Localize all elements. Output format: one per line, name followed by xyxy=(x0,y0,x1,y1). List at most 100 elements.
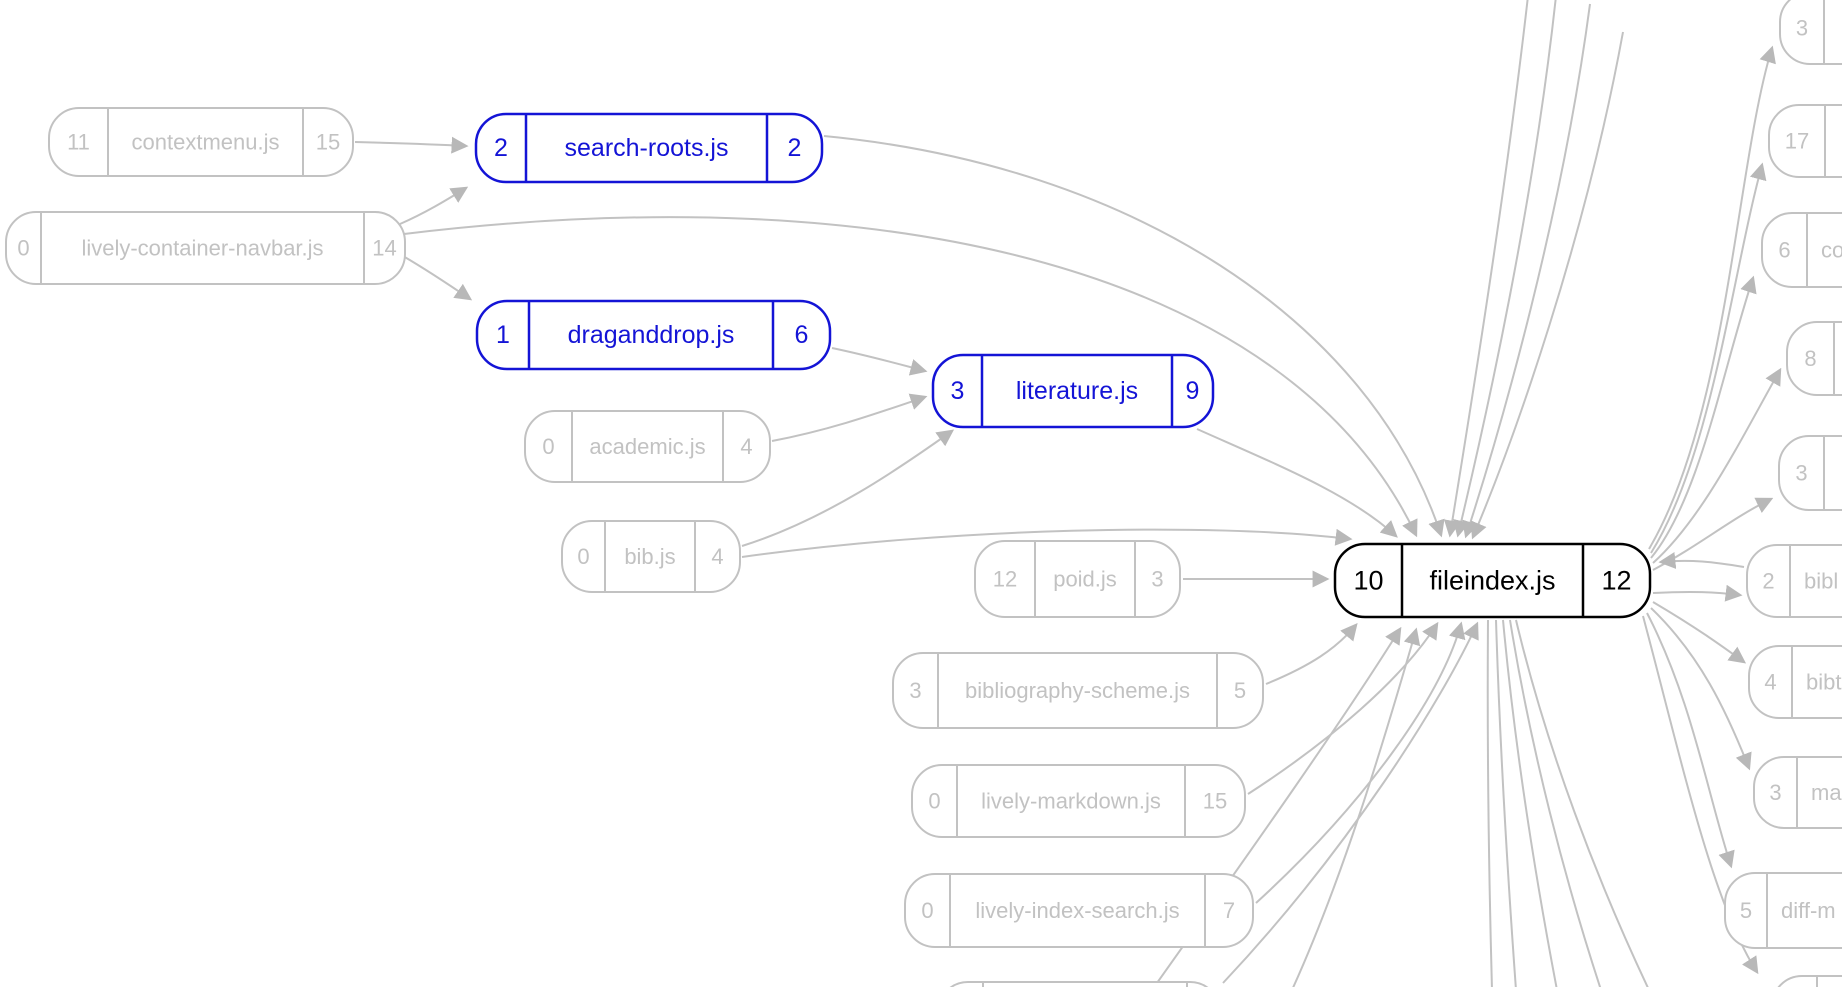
node-label: contextmenu.js xyxy=(132,130,280,155)
node-out-count: 3 xyxy=(1151,567,1163,592)
node-right-corner[interactable] xyxy=(1772,975,1842,987)
edge-lively-index-search-to-fileindex xyxy=(1255,621,1466,904)
node-out-count: 9 xyxy=(1186,377,1200,405)
node-pill xyxy=(1748,645,1842,719)
node-label: academic.js xyxy=(589,434,705,459)
edge-offscreen-top-3-to-fileindex xyxy=(1462,3,1591,539)
node-in-count: 6 xyxy=(1778,238,1790,263)
node-out-count: 2 xyxy=(788,134,802,162)
node-pill xyxy=(1778,435,1842,511)
edge-draganddrop-to-literature xyxy=(831,347,928,376)
node-in-count: 4 xyxy=(1764,670,1776,695)
node-pill xyxy=(1768,104,1842,178)
node-in-count: 3 xyxy=(1796,16,1808,41)
node-out-count: 15 xyxy=(316,130,340,155)
edge-fileindex-to-offscreen-bottom-b xyxy=(1495,619,1517,987)
node-pill xyxy=(1777,975,1842,987)
node-out-count: 7 xyxy=(1223,898,1235,923)
node-label: bibliography-scheme.js xyxy=(965,678,1190,703)
node-right-co[interactable]: 6 co xyxy=(1761,212,1842,288)
node-label: lively-container-navbar.js xyxy=(81,236,323,261)
edge-offscreen-top-2-to-fileindex xyxy=(1453,0,1557,538)
node-pill xyxy=(5,211,406,285)
edge-fileindex-to-offscreen-bottom-d xyxy=(1509,619,1602,987)
node-right-3b[interactable]: 3 xyxy=(1778,435,1842,511)
node-in-count: 1 xyxy=(496,321,510,349)
node-out-count: 4 xyxy=(740,434,752,459)
edge-search-roots-to-fileindex xyxy=(823,135,1445,538)
node-pill xyxy=(474,112,824,184)
node-pill xyxy=(1786,321,1842,396)
node-pill xyxy=(911,764,1246,838)
node-in-count: 3 xyxy=(1769,780,1781,805)
edge-right-bibl-to-fileindex xyxy=(1658,552,1745,569)
node-pill xyxy=(949,981,1209,987)
node-in-count: 8 xyxy=(1804,346,1816,371)
node-label: lively-markdown.js xyxy=(981,789,1161,814)
node-right-bibt[interactable]: 4 bibt xyxy=(1748,645,1842,719)
node-out-count: 4 xyxy=(711,544,723,569)
node-right-3a[interactable]: 3 xyxy=(1779,0,1842,65)
node-in-count: 3 xyxy=(909,678,921,703)
node-out-count: 15 xyxy=(1203,789,1227,814)
node-label: draganddrop.js xyxy=(568,321,735,349)
node-label: bibt xyxy=(1806,670,1841,695)
node-label: search-roots.js xyxy=(565,134,729,162)
node-label: diff-m xyxy=(1781,898,1836,923)
node-right-ma[interactable]: 3 ma xyxy=(1753,756,1842,829)
node-bottom-partial[interactable] xyxy=(938,981,1220,987)
node-in-count: 0 xyxy=(921,898,933,923)
edge-academic-to-literature xyxy=(771,393,928,442)
edge-bottom-partial-to-fileindex xyxy=(1222,621,1479,984)
edge-offscreen-top-1-to-fileindex xyxy=(1443,0,1529,538)
edge-offscreen-top-4-to-fileindex xyxy=(1470,31,1624,540)
edge-fileindex-to-right-17 xyxy=(1650,162,1767,554)
edge-navbar-to-search-roots xyxy=(399,186,469,225)
node-in-count: 11 xyxy=(67,130,90,155)
edge-fileindex-to-offscreen-bottom-e xyxy=(1515,619,1649,987)
node-right-8[interactable]: 8 xyxy=(1786,321,1842,396)
edge-fileindex-to-right-bibt xyxy=(1652,601,1747,664)
node-label: bibl xyxy=(1804,569,1838,594)
node-pill xyxy=(1761,212,1842,288)
edge-fileindex-to-right-diffm xyxy=(1646,612,1735,869)
edge-bib-to-fileindex xyxy=(741,528,1353,558)
edge-literature-to-fileindex xyxy=(1196,428,1398,538)
node-label: ma xyxy=(1811,780,1842,805)
node-pill xyxy=(1333,542,1652,619)
node-right-17[interactable]: 17 xyxy=(1768,104,1842,178)
nodes-layer: 11 contextmenu.js 15 0 lively-container-navb… xyxy=(5,0,1842,987)
node-in-count: 12 xyxy=(993,567,1017,592)
node-out-count: 14 xyxy=(372,236,396,261)
edge-fileindex-to-right-co xyxy=(1650,275,1757,559)
edge-bib-to-literature xyxy=(741,429,955,547)
node-contextmenu[interactable]: 11 contextmenu.js 15 xyxy=(48,107,354,177)
edge-fileindex-to-offscreen-bottom-c xyxy=(1502,619,1558,987)
edge-fileindex-to-right-3a xyxy=(1648,45,1776,550)
node-pill xyxy=(48,107,354,177)
edges-layer xyxy=(354,0,1782,987)
node-label: co xyxy=(1821,238,1842,263)
node-in-count: 0 xyxy=(928,789,940,814)
node-in-count: 10 xyxy=(1353,566,1383,596)
edge-fileindex-to-right-ma xyxy=(1650,607,1752,771)
node-in-count: 17 xyxy=(1785,129,1809,154)
node-pill xyxy=(1746,544,1842,618)
node-lively-markdown[interactable]: 0 lively-markdown.js 15 xyxy=(911,764,1246,838)
edge-fileindex-to-right-bibl xyxy=(1652,584,1743,602)
edge-offscreen-bottom-2-to-fileindex xyxy=(1292,627,1421,987)
